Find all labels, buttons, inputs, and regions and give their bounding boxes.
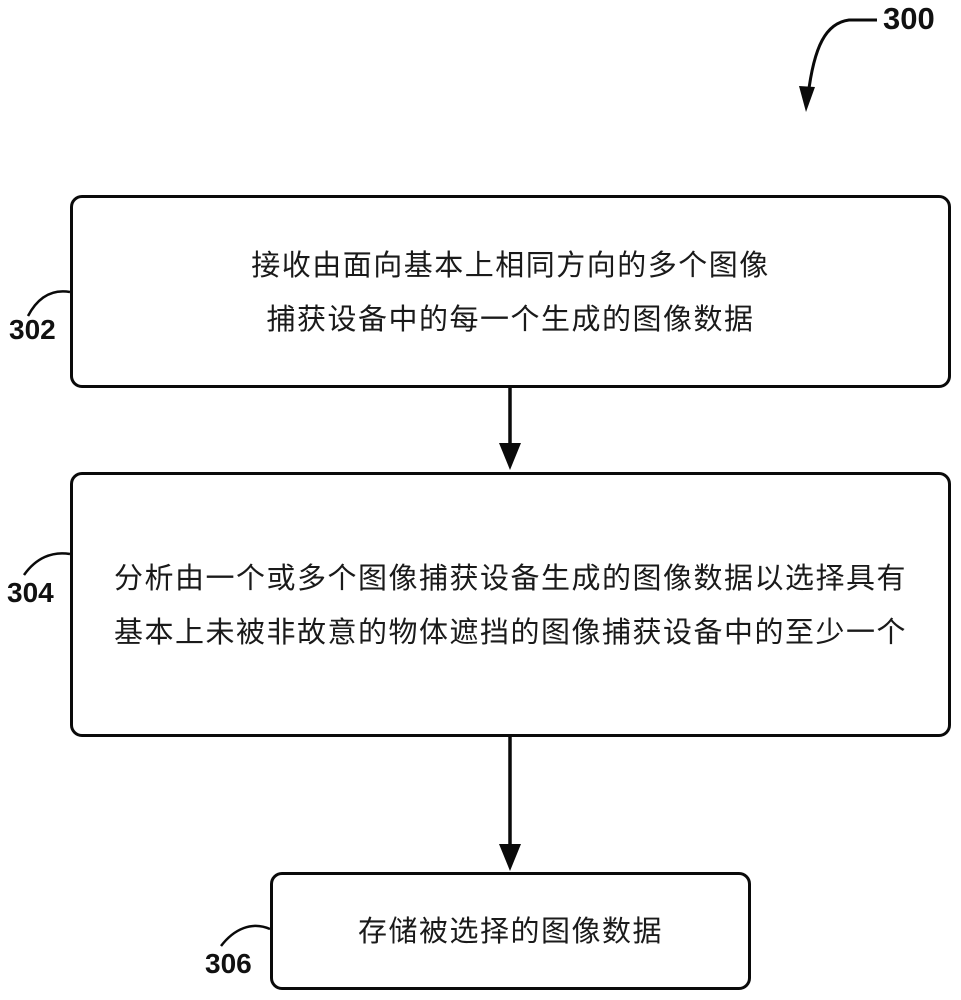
step-label-304: 304 (7, 577, 54, 608)
step-304-line-1: 分析由一个或多个图像捕获设备生成的图像数据以选择具有 (113, 560, 907, 595)
step-box-304: 分析由一个或多个图像捕获设备生成的图像数据以选择具有 基本上未被非故意的物体遮挡… (70, 472, 951, 737)
flow-arrow-302-304 (499, 387, 521, 470)
step-label-306: 306 (205, 948, 252, 979)
step-304-line-2: 基本上未被非故意的物体遮挡的图像捕获设备中的至少一个 (113, 614, 907, 649)
leader-line-306 (220, 924, 271, 947)
leader-line-304 (22, 552, 71, 576)
step-304-text: 分析由一个或多个图像捕获设备生成的图像数据以选择具有 基本上未被非故意的物体遮挡… (114, 551, 907, 659)
step-306-text: 存储被选择的图像数据 (358, 904, 663, 958)
figure-ref-label: 300 (883, 1, 935, 36)
step-302-text: 接收由面向基本上相同方向的多个图像 捕获设备中的每一个生成的图像数据 (251, 238, 770, 346)
leader-line-302 (26, 290, 71, 317)
step-box-302: 接收由面向基本上相同方向的多个图像 捕获设备中的每一个生成的图像数据 (70, 195, 951, 388)
step-306-line-1: 存储被选择的图像数据 (357, 914, 663, 948)
flow-arrow-304-306 (499, 736, 521, 871)
step-302-line-2: 捕获设备中的每一个生成的图像数据 (266, 301, 755, 336)
figure-ref-arrow (799, 18, 877, 112)
step-box-306: 存储被选择的图像数据 (270, 872, 751, 990)
step-302-line-1: 接收由面向基本上相同方向的多个图像 (251, 247, 770, 282)
step-label-302: 302 (9, 314, 56, 345)
